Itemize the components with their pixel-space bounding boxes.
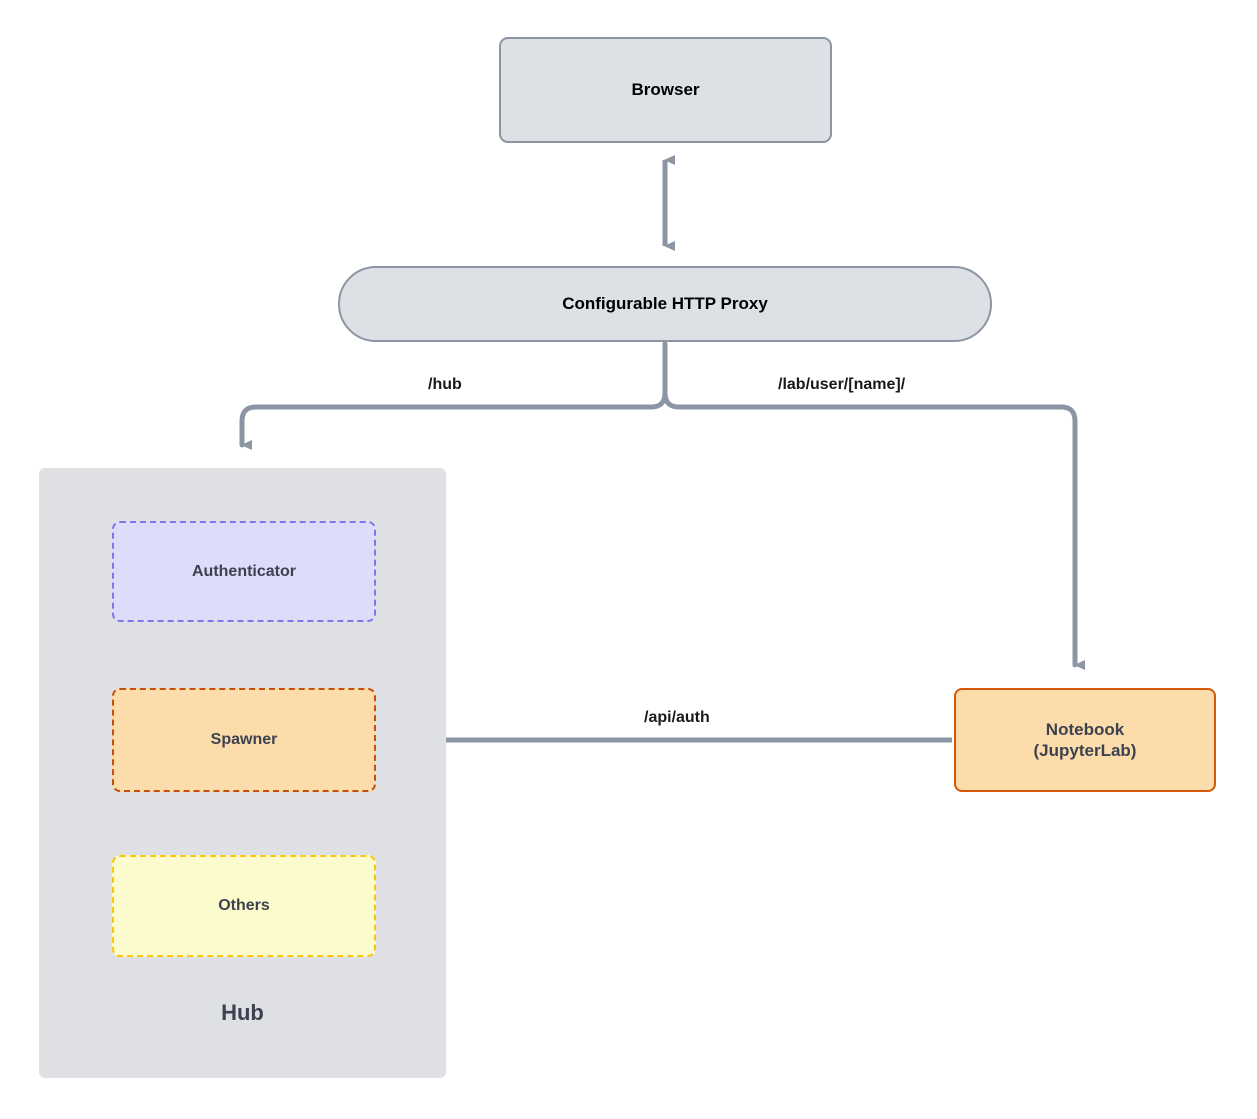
node-others-label: Others [218,897,270,914]
node-proxy-label: Configurable HTTP Proxy [562,294,768,314]
hub-container-label: Hub [221,1000,264,1025]
node-spawner[interactable]: Spawner [112,688,376,792]
edge-proxy-hub [239,341,668,450]
node-others[interactable]: Others [112,855,376,957]
edge-label-lab-user-name: /lab/user/[name]/ [778,376,906,393]
node-authenticator-label: Authenticator [192,562,296,580]
node-browser-label: Browser [631,80,700,100]
node-spawner-label: Spawner [210,731,278,748]
node-authenticator[interactable]: Authenticator [112,521,376,622]
node-browser[interactable]: Browser [499,37,832,143]
node-notebook-jupyterlab[interactable]: Notebook (JupyterLab) [954,688,1216,792]
edge-label-api-auth: /api/auth [644,709,710,726]
node-configurable-http-proxy[interactable]: Configurable HTTP Proxy [338,266,992,342]
node-notebook-label: Notebook (JupyterLab) [1033,719,1137,760]
edge-label-hub: /hub [428,376,462,393]
